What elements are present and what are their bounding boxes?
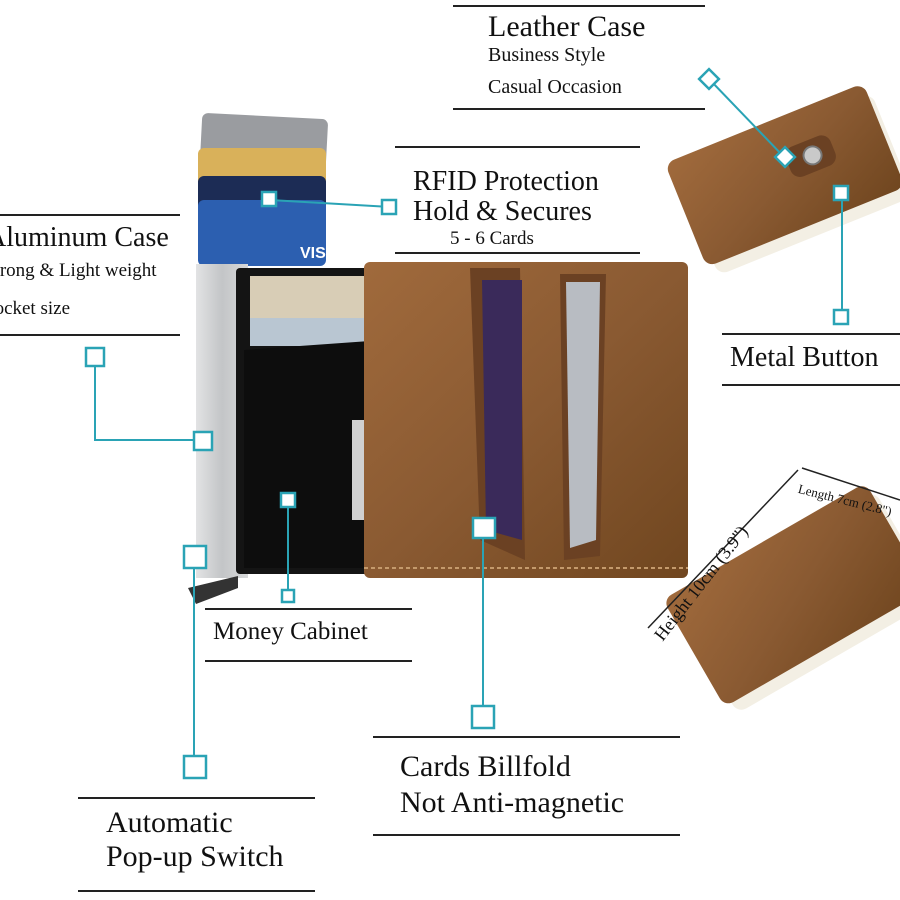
label-hold-secures: Hold & Secures [413,196,592,227]
popped-cards: VISA [198,113,338,266]
rule-billfold-bottom [373,834,680,836]
label-money-cabinet: Money Cabinet [213,618,368,645]
callout-lines [94,79,843,766]
label-casual-occasion: Casual Occasion [488,76,622,98]
rule-metal-bottom [722,384,900,386]
label-pocket-size: Pocket size [0,298,71,319]
dimension-lines [647,467,900,629]
label-automatic: Automatic [106,806,233,839]
rule-money-top [205,608,412,610]
rule-aluminum-top [0,214,180,216]
label-cards-billfold: Cards Billfold [400,750,571,783]
label-rfid-protection: RFID Protection [413,166,599,197]
label-not-antimagnetic: Not Anti-magnetic [400,786,625,819]
rule-rfid-top [395,146,640,148]
rule-popup-bottom [78,890,315,892]
label-strong-light: Strong & Light weight [0,260,157,281]
rule-leather-top [453,5,705,7]
label-cards-count: 5 - 6 Cards [450,228,534,249]
callout-markers [84,67,850,780]
popup-switch-trigger [188,576,238,604]
closed-wallet-top [667,86,900,273]
label-popup-switch: Pop-up Switch [106,840,284,873]
rule-rfid-bottom [395,252,640,254]
svg-text:VISA: VISA [300,245,338,262]
leather-billfold [364,262,688,578]
closed-wallet-bottom [666,486,900,710]
rule-metal-top [722,333,900,335]
label-metal-button: Metal Button [730,342,879,373]
label-aluminum-case: Aluminum Case [0,222,169,253]
rule-popup-top [78,797,315,799]
rule-billfold-top [373,736,680,738]
rule-money-bottom [205,660,412,662]
label-leather-case: Leather Case [488,10,646,43]
rule-aluminum-bottom [0,334,180,336]
label-business-style: Business Style [488,44,606,66]
rule-leather-bottom [453,108,705,110]
